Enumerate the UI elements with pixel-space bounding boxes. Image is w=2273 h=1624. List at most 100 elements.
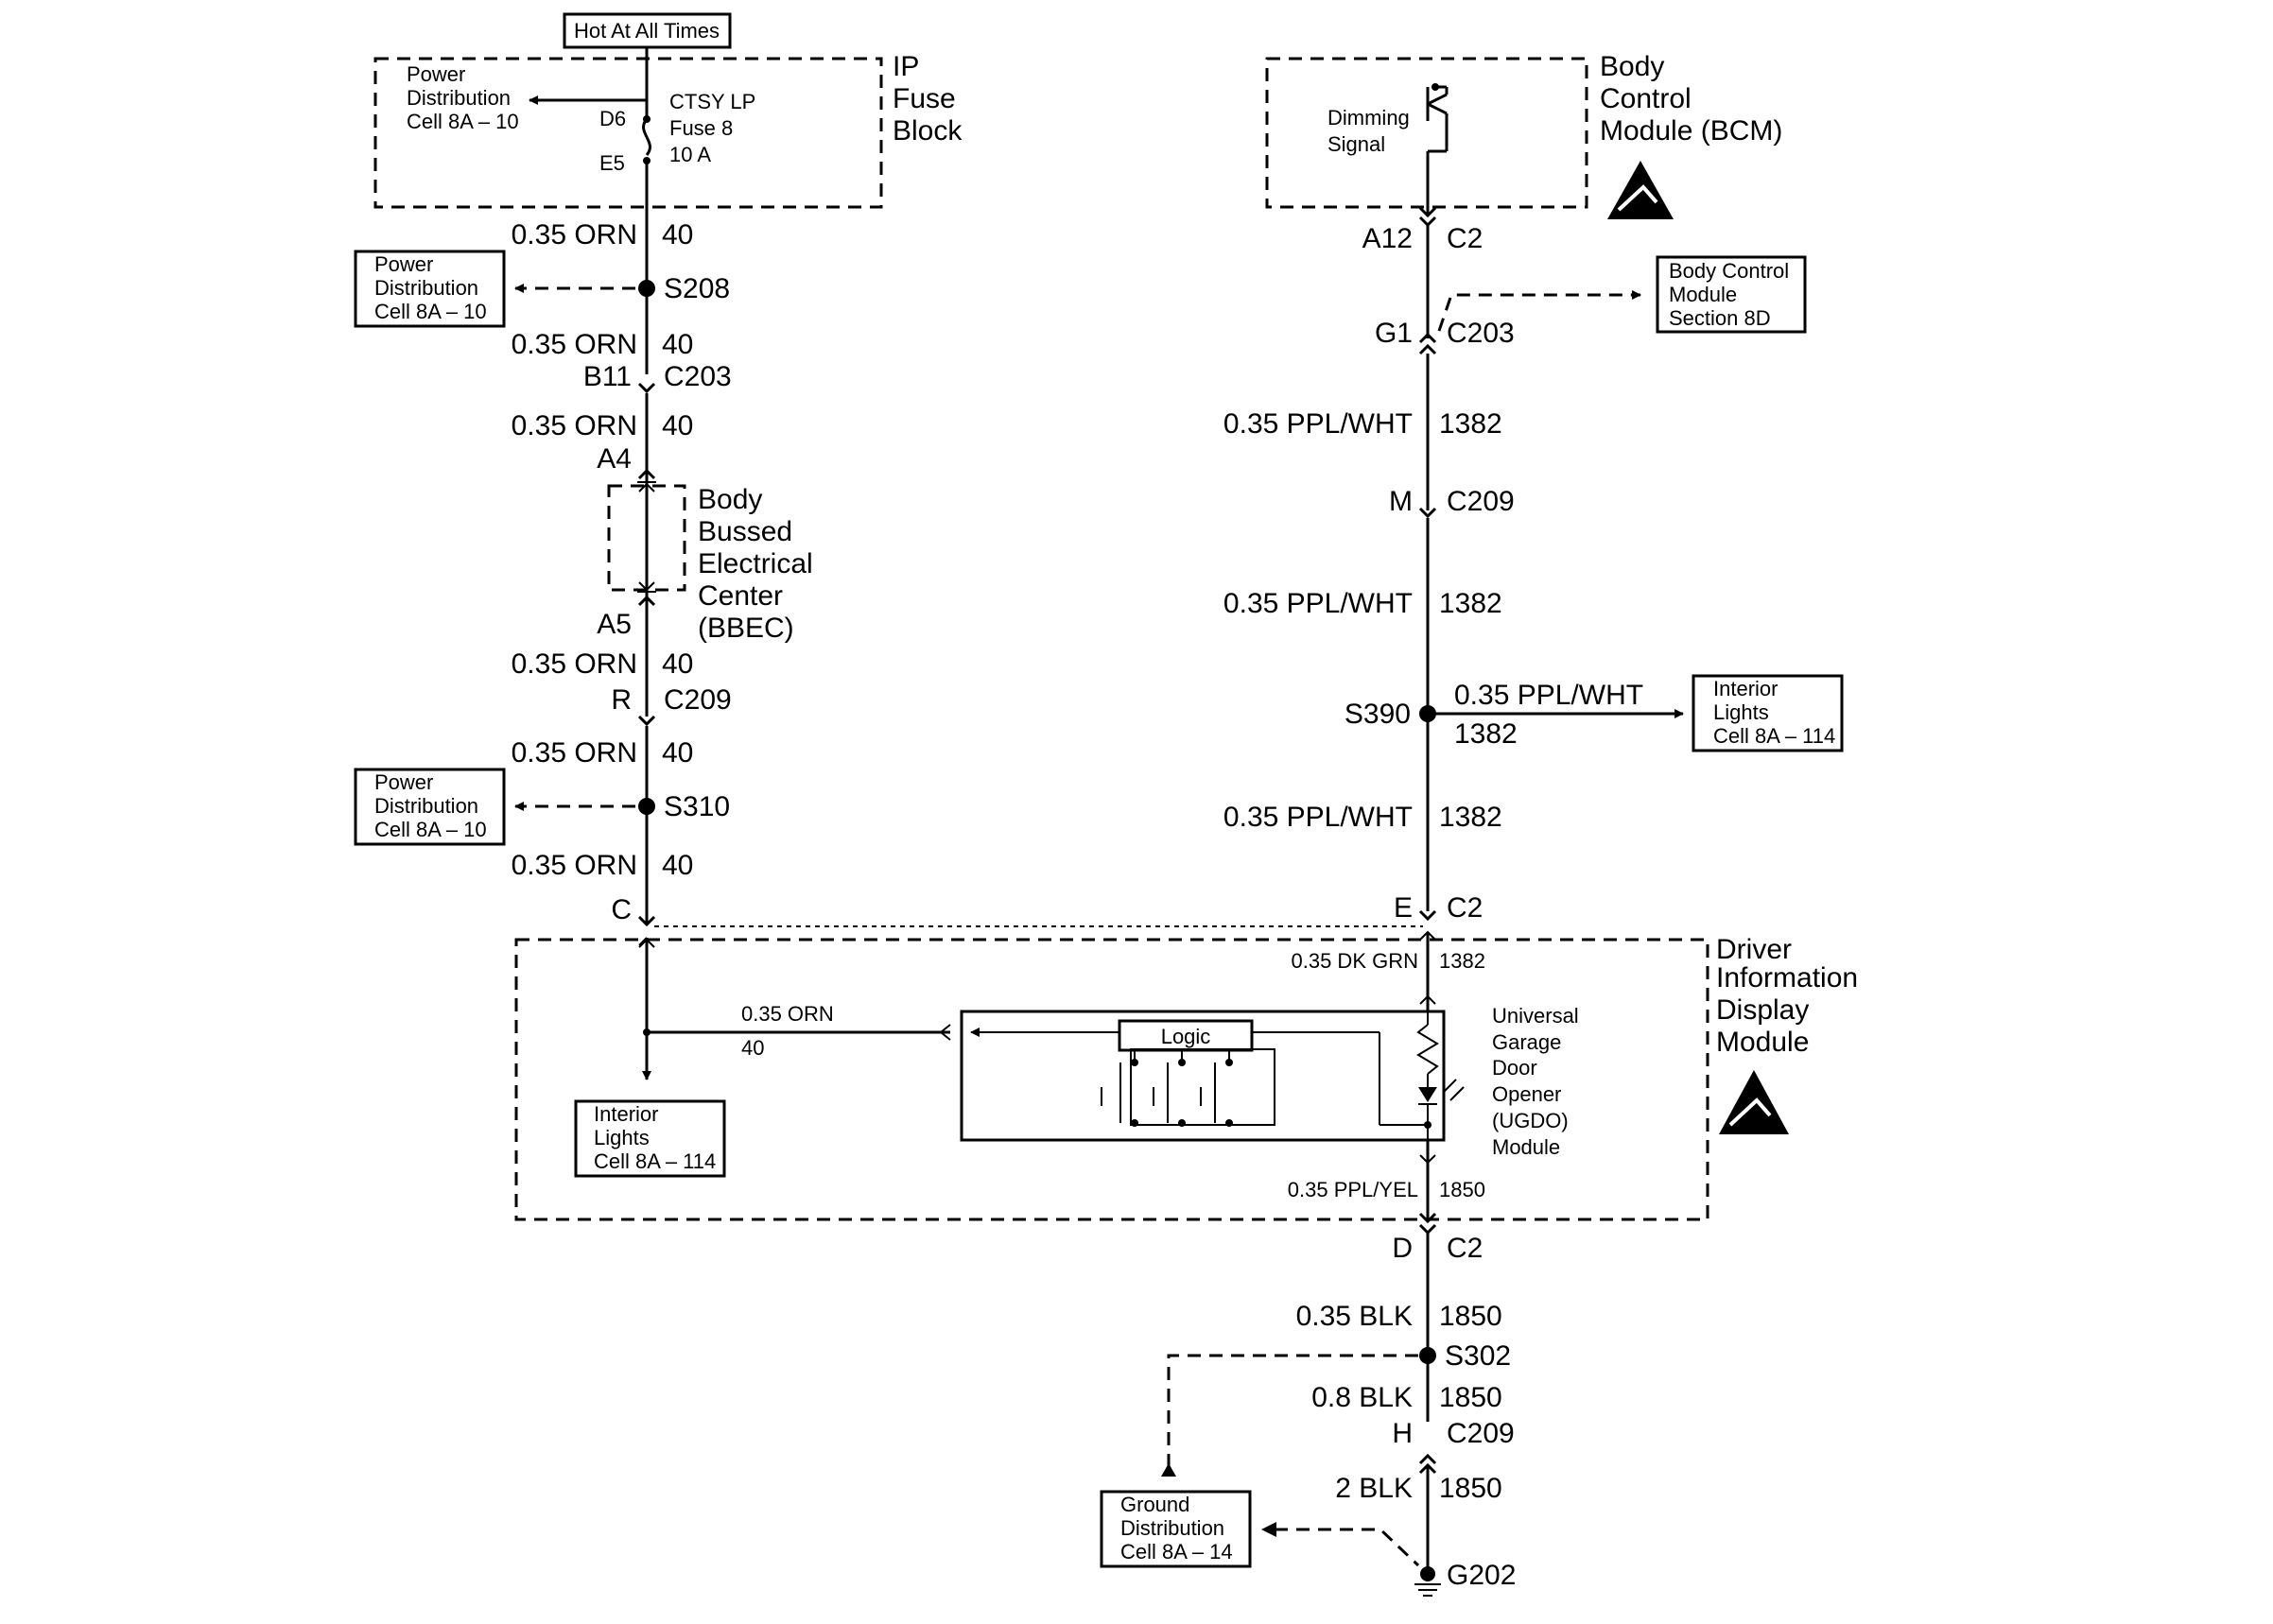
- pd2-box: [354, 768, 506, 846]
- bcm-ref-branch: [1437, 290, 1641, 332]
- pd1-line-1: Power: [374, 252, 433, 276]
- a5-label: A5: [597, 609, 632, 640]
- g202-branch-arrow: [1261, 1522, 1276, 1537]
- fuse-block-title-3: Block: [893, 115, 963, 147]
- s302-branch: [1167, 1354, 1418, 1477]
- s390-branch-gauge: 0.35 PPL/WHT: [1454, 680, 1643, 711]
- lw6-gauge: 0.35 ORN: [512, 850, 637, 881]
- bcm-title-1: Body: [1600, 51, 1664, 82]
- s302-branch-arrow: [1161, 1463, 1176, 1477]
- s208-label: S208: [664, 273, 730, 304]
- fuse-label-2: Fuse 8: [669, 116, 733, 140]
- fuse-label-3: 10 A: [669, 143, 711, 166]
- c209-left-pin: R: [611, 684, 632, 716]
- rw1-circuit: 1382: [1439, 408, 1502, 440]
- bcm-ref-3: Section 8D: [1669, 306, 1771, 330]
- gd-line-3: Cell 8A – 14: [1120, 1540, 1233, 1564]
- a4-label: A4: [597, 443, 632, 475]
- dim-out-connector: [1419, 1154, 1436, 1165]
- bcm-title-3: Module (BCM): [1600, 115, 1782, 147]
- fuse-8-symbol: [642, 118, 651, 156]
- g1-connector-mate: [1418, 343, 1437, 355]
- bbec-title-1: Body: [698, 484, 762, 515]
- c209-connector-left: [637, 715, 656, 727]
- dim-title-1: Driver: [1716, 934, 1792, 965]
- ugdo-label-1: Universal: [1492, 1004, 1579, 1028]
- c203-connector-left: [637, 382, 656, 394]
- gw1-gauge: 0.35 BLK: [1296, 1301, 1413, 1332]
- lw1-circuit: 40: [662, 219, 693, 251]
- pd1-box: [354, 250, 506, 328]
- gd-line-2: Distribution: [1120, 1516, 1224, 1540]
- pd2-line-3: Cell 8A – 10: [374, 818, 487, 841]
- splice-s390: [1419, 705, 1436, 722]
- bbec-bottom-terminal: [637, 581, 656, 593]
- dim-title-2: Information: [1716, 962, 1858, 993]
- gd-line-1: Ground: [1120, 1493, 1189, 1516]
- hot-at-all-times-box: Hot At All Times: [563, 12, 732, 49]
- gw1-circuit: 1850: [1439, 1301, 1502, 1332]
- m-connector: [1418, 507, 1437, 519]
- e-conn: C2: [1447, 892, 1483, 924]
- gw3-circuit: 1850: [1439, 1473, 1502, 1504]
- il-right-1: Interior: [1713, 677, 1778, 700]
- dim-in-gauge: 0.35 DK GRN: [1292, 949, 1419, 973]
- rw3-gauge: 0.35 PPL/WHT: [1223, 802, 1413, 833]
- dimming-label-2: Signal: [1327, 132, 1385, 156]
- splice-s310: [638, 798, 655, 815]
- interior-lights-left-box: [574, 1099, 726, 1178]
- fuse-block-title-1: IP: [893, 51, 919, 82]
- pin-e5: E5: [599, 151, 625, 175]
- bbec-title-5: (BBEC): [698, 613, 794, 644]
- il-left-1: Interior: [594, 1102, 658, 1126]
- il-left-2: Lights: [594, 1126, 650, 1149]
- lw4-gauge: 0.35 ORN: [512, 648, 637, 680]
- dim-orn-circuit: 40: [741, 1036, 764, 1060]
- il-right-2: Lights: [1713, 700, 1769, 724]
- h-connector: [1418, 1453, 1437, 1465]
- lw6-circuit: 40: [662, 850, 693, 881]
- il-right-3: Cell 8A – 114: [1713, 724, 1835, 748]
- bcm-title-2: Control: [1600, 83, 1692, 114]
- c203-pin: B11: [583, 361, 632, 392]
- ground-icon: [1414, 1583, 1441, 1597]
- hot-at-all-times-label: Hot At All Times: [574, 19, 720, 43]
- transistor-icon: [1426, 83, 1449, 153]
- h-conn: C209: [1447, 1418, 1515, 1449]
- fb-power-dist-2: Distribution: [407, 86, 511, 110]
- m-pin: M: [1389, 486, 1413, 517]
- g1-pin: G1: [1375, 318, 1413, 349]
- bcm-ref-1: Body Control: [1669, 259, 1789, 283]
- logic-label: Logic: [1161, 1025, 1211, 1048]
- bcm-ref-box: [1656, 255, 1807, 334]
- dim-title-3: Display: [1716, 994, 1809, 1026]
- ugdo-output-junction: [1424, 1121, 1431, 1129]
- esd-warning-icon: [1607, 161, 1674, 219]
- d-c2-connector-mate: [1418, 1223, 1437, 1235]
- fuse-label-1: CTSY LP: [669, 90, 755, 113]
- logic-box: [1118, 1019, 1254, 1052]
- d-c2-connector: [1418, 1212, 1437, 1224]
- c203-conn: C203: [664, 361, 732, 392]
- dim-title-4: Module: [1716, 1027, 1809, 1058]
- ugdo-label-5: (UGDO): [1492, 1109, 1569, 1132]
- a12-conn: C2: [1447, 223, 1483, 254]
- bbec-title-3: Electrical: [698, 548, 813, 579]
- bbec-title-4: Center: [698, 580, 783, 612]
- pd1-line-3: Cell 8A – 10: [374, 300, 487, 323]
- g202-terminal: [1420, 1566, 1435, 1581]
- m-conn: C209: [1447, 486, 1515, 517]
- g1-conn: C203: [1447, 318, 1515, 349]
- ugdo-label-6: Module: [1492, 1135, 1560, 1159]
- pin-d6: D6: [599, 107, 626, 130]
- d-c2-pin: D: [1392, 1233, 1413, 1264]
- dim-in-circuit: 1382: [1439, 949, 1485, 973]
- e-pin: E: [1394, 892, 1413, 924]
- rw2-gauge: 0.35 PPL/WHT: [1223, 588, 1413, 619]
- lw3-gauge: 0.35 ORN: [512, 410, 637, 441]
- a12-connector: [1418, 206, 1437, 218]
- fuse-block-title-2: Fuse: [893, 83, 956, 114]
- gw3-gauge: 2 BLK: [1335, 1473, 1413, 1504]
